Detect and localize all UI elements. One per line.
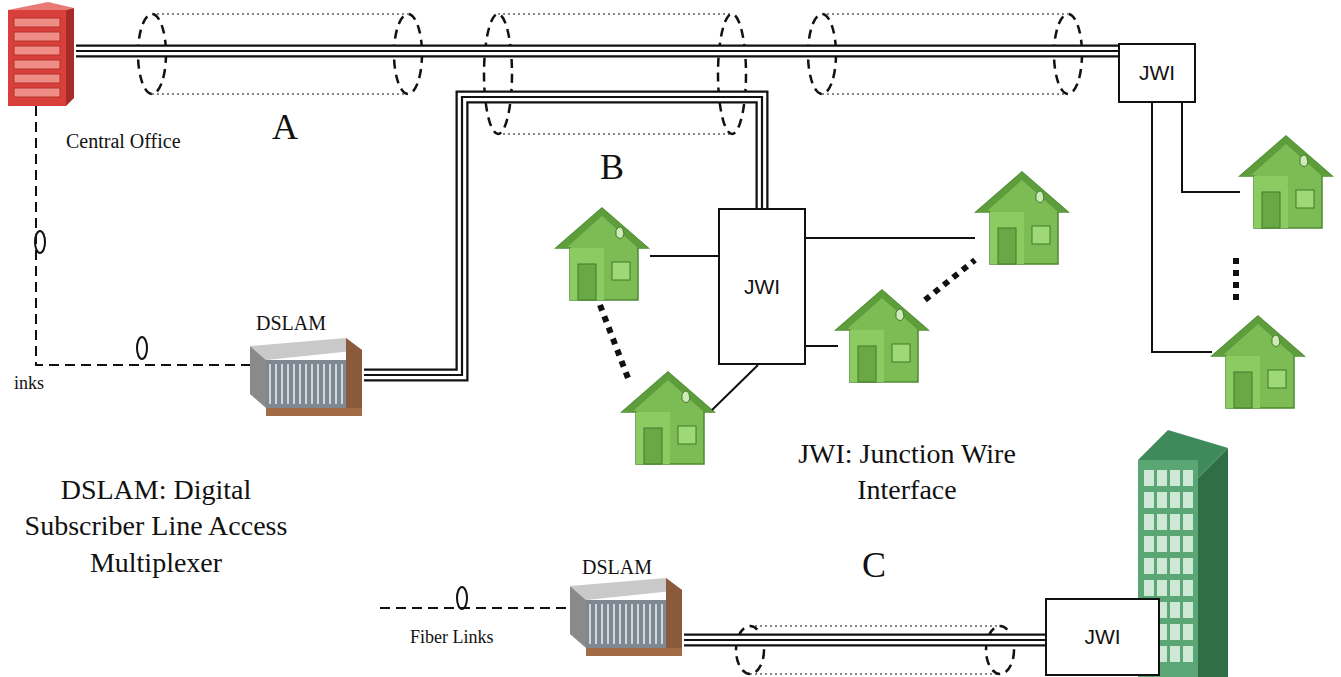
junction-box: JWI [1118,43,1196,103]
house-wire [650,255,718,257]
copper-cable [364,97,762,375]
junction-box: JWI [718,208,806,365]
callout-label: A [272,104,298,151]
copper-cable [76,51,1118,52]
cable-bundle-outline [484,14,746,134]
callout-label: inks [14,372,44,395]
dotted-link [925,260,975,300]
cable-bundle-outline [736,626,1014,674]
fiber-link [36,106,250,365]
house-icon [836,290,928,382]
house-wire [712,365,758,410]
house-icon [1240,136,1332,228]
dotted-link [1233,258,1239,300]
central-office: Central Office [6,2,76,106]
dslam: DSLAM [250,338,364,418]
node-caption: Central Office [66,130,181,153]
fiber-loop-symbol [457,587,467,609]
callout-label: Fiber Links [410,626,494,649]
house-icon [1212,316,1304,408]
node-label: JWI [744,275,780,299]
house-wire [806,345,838,347]
junction-box: JWI [1045,598,1160,676]
house-icon [556,208,648,300]
legend-note: DSLAM: Digital Subscriber Line Access Mu… [6,472,306,581]
house-wire [806,237,975,239]
callout-label: B [600,144,624,191]
house-icon [976,172,1068,264]
dslam-device [570,578,682,656]
node-label: JWI [1084,625,1120,649]
dslam: DSLAM [570,578,684,658]
dotted-link [380,607,572,609]
node-caption: DSLAM [582,556,652,579]
node-caption: DSLAM [256,312,326,335]
copper-cable [684,640,1045,641]
legend-note: JWI: Junction Wire Interface [762,436,1052,509]
dslam-device [250,338,362,416]
dotted-link [600,305,628,378]
house-wire [1182,103,1240,192]
house-wire [1152,103,1212,352]
house-icon [622,372,714,464]
node-label: JWI [1139,61,1175,85]
fiber-loop-symbol [137,337,147,359]
callout-label: C [862,542,886,589]
central-office-icon [8,2,74,106]
